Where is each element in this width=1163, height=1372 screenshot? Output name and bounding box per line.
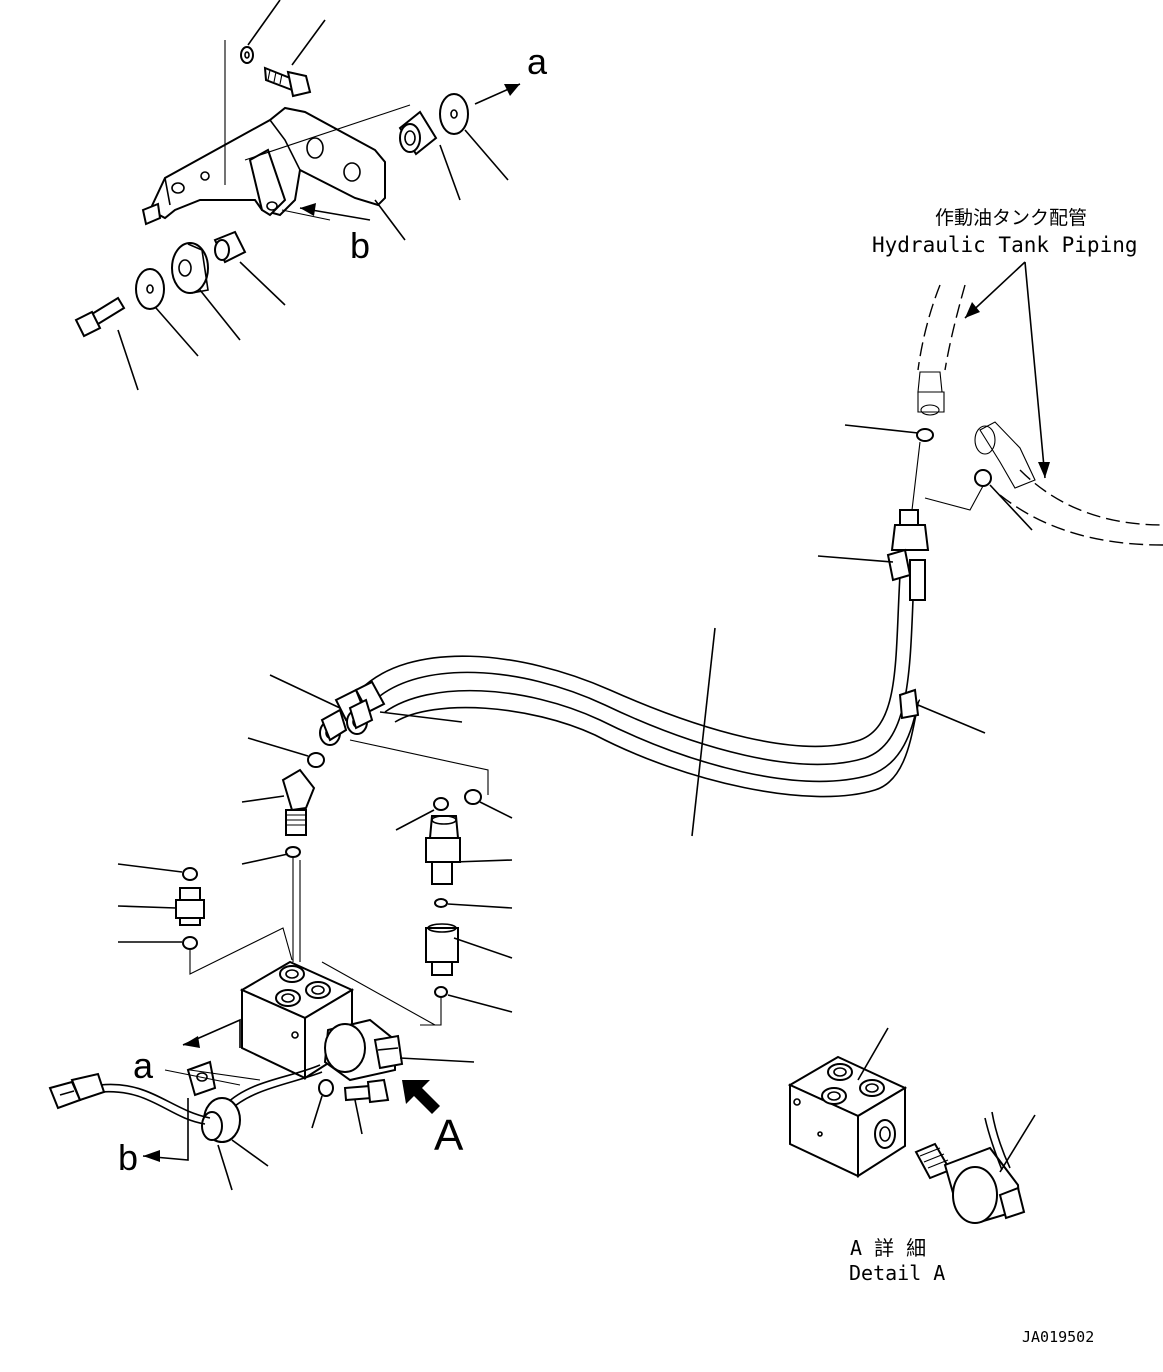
solenoid-valve-block (239, 860, 436, 1082)
hose-fittings-right (886, 509, 930, 720)
view-a-label: A (434, 1111, 464, 1160)
o-ring (974, 469, 992, 487)
o-ring (307, 752, 325, 768)
washer-left (135, 268, 165, 310)
ref-b-top-label: b (350, 225, 370, 266)
tank-piping-phantom (917, 261, 1163, 546)
bushing-right (398, 110, 438, 156)
bushing-left (171, 242, 209, 294)
wire-clamp (186, 1060, 241, 1143)
o-ring (285, 846, 301, 858)
detail-a-view (787, 1055, 1026, 1224)
drawing-number: JA019502 (1022, 1328, 1094, 1346)
o-ring (434, 898, 448, 908)
mounting-bolt (343, 1078, 390, 1104)
bolt-top (263, 66, 312, 98)
o-ring (434, 986, 448, 998)
detail-jp-label: A 詳 細 (850, 1236, 926, 1260)
o-ring (916, 428, 934, 442)
collar (213, 230, 247, 264)
connector-fitting (175, 887, 205, 926)
hose-fittings-left (319, 680, 386, 746)
view-a-arrow (402, 1080, 440, 1114)
o-ring (182, 867, 198, 881)
adapter-fitting (425, 923, 459, 976)
bracket-assembly (74, 0, 521, 391)
o-ring (182, 936, 198, 950)
ref-b-bottom-label: b (118, 1137, 138, 1178)
washer-right (439, 93, 469, 135)
detail-en-label: Detail A (849, 1261, 945, 1285)
elbow-fitting (281, 768, 316, 836)
tank-piping-en-label: Hydraulic Tank Piping (872, 233, 1138, 257)
ref-a-bottom-label: a (133, 1045, 154, 1086)
bolt-left (74, 296, 126, 338)
pressure-switch-fitting (425, 815, 461, 885)
o-ring (464, 789, 482, 805)
o-ring (318, 1079, 334, 1097)
tank-piping-jp-label: 作動油タンク配管 (935, 207, 1087, 229)
ref-a-top-label: a (527, 41, 548, 82)
hose-assembly (319, 509, 930, 798)
wire-connector (48, 1072, 106, 1110)
o-ring (433, 797, 449, 811)
